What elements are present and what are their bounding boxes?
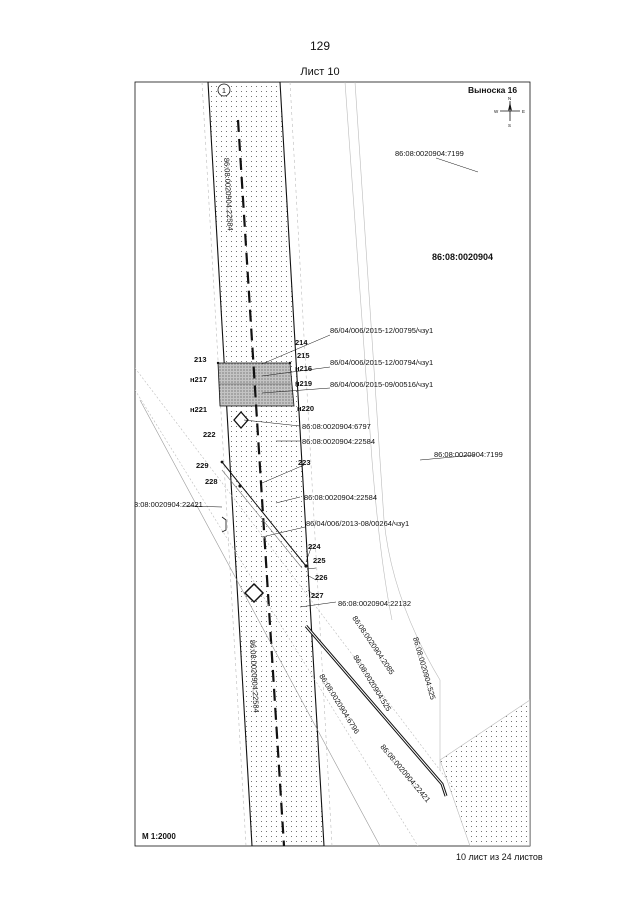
point-label: 222 (203, 430, 216, 439)
point-label: 215 (297, 351, 310, 360)
utility-line-3 (139, 399, 381, 846)
parcel-boundary-222-225 (221, 461, 307, 567)
easement-label: 86/04/006/2015-12/00794/чзу1 (330, 358, 433, 367)
point-label: н219 (295, 379, 312, 388)
outer-boundary-right (289, 82, 333, 846)
point-label: н221 (190, 405, 207, 414)
parcel-label: 86:08:0020904:22584 (302, 437, 375, 446)
parcel-label: 86:08:0020904:6797 (302, 422, 371, 431)
parcel-label-vertical: 86:08:0020904:22584 (222, 158, 235, 231)
compass-east: E (522, 109, 525, 114)
corridor-marker-label: 1 (222, 86, 226, 95)
sheet-footer: 10 лист из 24 листов (456, 852, 543, 862)
parcel-label: 3:08:0020904:22421 (134, 500, 203, 509)
easement-label: 86/04/006/2013-08/00264/чзу1 (306, 519, 409, 528)
point-label: 228 (205, 477, 218, 486)
compass-south: S (508, 123, 511, 128)
compass-west: W (494, 109, 499, 114)
easement-label: 86/04/006/2015-12/00795/чзу1 (330, 326, 433, 335)
parcel-label: 86:08:0020904:7199 (434, 450, 503, 459)
page-number: 129 (309, 39, 331, 53)
point-label: 223 (298, 458, 311, 467)
map-scale: М 1:2000 (142, 832, 176, 841)
adjacent-parcel-lower-right (439, 699, 530, 846)
boundary-points (216, 361, 308, 568)
point-label: 214 (295, 338, 308, 347)
point-label: 224 (308, 542, 321, 551)
compass-north: N (508, 96, 511, 101)
parcel-label: 86:08:0020904:22584 (304, 493, 377, 502)
parcel-boundary-faint-2 (354, 82, 441, 770)
map-frame (134, 81, 531, 847)
point-label: 229 (196, 461, 209, 470)
point-label: 213 (194, 355, 207, 364)
boundary-marker-diamond (243, 582, 265, 604)
utility-line-2 (135, 389, 419, 846)
cadastral-quarter: 86:08:0020904 (432, 252, 493, 262)
utility-line-1 (135, 367, 456, 791)
sheet-title: Лист 10 (300, 66, 340, 78)
boundary-marker-diamond (233, 411, 249, 429)
parcel-label: 86:08:0020904:22132 (338, 599, 411, 608)
parcel-boundary-inner (221, 469, 303, 569)
boundary-notch (221, 516, 227, 533)
parcel-label: 86:08:0020904:7199 (395, 149, 464, 158)
parcel-boundary-faint-1 (344, 82, 393, 621)
parcel-label-vertical: 86:08:0020904:22584 (248, 640, 261, 713)
compass-rose: N S W E (494, 96, 525, 128)
point-label: 225 (313, 556, 326, 565)
point-label: 226 (315, 573, 328, 582)
callout-title: Выноска 16 (468, 85, 517, 95)
outer-boundary-left (201, 82, 247, 846)
pipeline-thick-core (305, 625, 447, 797)
road-centreline (236, 119, 286, 846)
allotment-hatched (217, 362, 295, 407)
point-label: н216 (295, 364, 312, 373)
point-label: н217 (190, 375, 207, 384)
corridor-marker (217, 83, 231, 97)
leader-lines (185, 157, 479, 608)
point-label: 227 (311, 591, 324, 600)
point-label: н220 (297, 404, 314, 413)
road-corridor (207, 82, 325, 846)
easement-label: 86/04/006/2015-09/00516/чзу1 (330, 380, 433, 389)
